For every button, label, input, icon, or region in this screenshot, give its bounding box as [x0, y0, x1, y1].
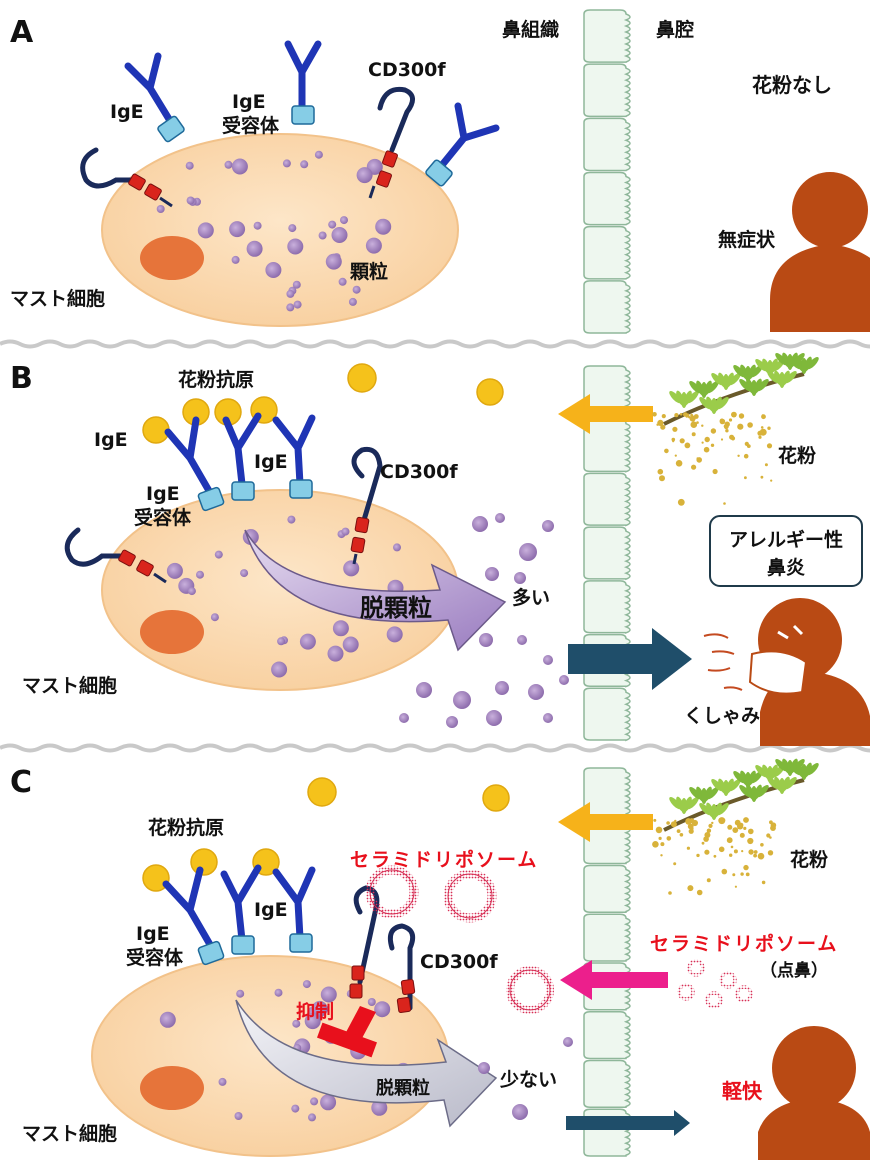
- label-nasal-cavity: 鼻腔: [656, 18, 694, 41]
- label-ceramide-top: セラミドリポソーム: [350, 848, 538, 871]
- label-many: 多い: [512, 586, 550, 609]
- pollen-plant-icon: [652, 352, 819, 506]
- label-pollen-c: 花粉: [790, 848, 828, 871]
- label-pollen-b: 花粉: [778, 444, 816, 467]
- label-pollen-antigen-c: 花粉抗原: [148, 816, 224, 839]
- panel-a: A IgE IgE 受容体: [10, 15, 870, 332]
- released-granules-c: [478, 1037, 573, 1120]
- label-cd300f-a: CD300f: [368, 59, 446, 81]
- label-suppression: 抑制: [296, 1000, 334, 1023]
- label-nasal-drop: （点鼻）: [760, 960, 828, 981]
- degranulation-arrow-b: [244, 529, 507, 652]
- person-calm-icon: [770, 172, 870, 332]
- label-ige-b-2: IgE: [254, 451, 288, 473]
- granules-b: [166, 515, 404, 678]
- allergic-rhinitis-box: [709, 515, 863, 587]
- panel-b: B 脱顆粒: [10, 352, 870, 746]
- label-ceramide-right: セラミドリポソーム: [650, 932, 838, 955]
- label-sneeze: くしゃみ: [684, 705, 760, 727]
- label-receptor-c-2: 受容体: [126, 946, 184, 969]
- label-ige-a: IgE: [110, 101, 144, 123]
- ige-antibody-c: [162, 864, 316, 952]
- label-mast-cell-b: マスト細胞: [22, 674, 117, 697]
- panel-b-letter: B: [10, 361, 33, 396]
- released-granules-b: [399, 513, 569, 728]
- label-degranulation-b: 脱顆粒: [360, 594, 432, 622]
- granules-a: [156, 150, 392, 312]
- label-receptor-a-1: IgE: [232, 91, 266, 113]
- panel-a-letter: A: [10, 15, 34, 50]
- pollen-grain-icon: [142, 777, 510, 892]
- panel-separator-1: [0, 339, 870, 349]
- label-receptor-a-2: 受容体: [222, 114, 280, 137]
- ige-antibody-b: [164, 412, 316, 500]
- label-degranulation-c: 脱顆粒: [376, 1077, 430, 1099]
- panel-c-letter: C: [10, 765, 32, 800]
- label-pollen-antigen-b: 花粉抗原: [178, 368, 254, 391]
- ige-receptor-c: [197, 933, 313, 966]
- pollen-plant-icon: [652, 758, 819, 896]
- label-receptor-b-1: IgE: [146, 483, 180, 505]
- label-mast-cell-c: マスト細胞: [22, 1122, 117, 1145]
- ige-antibody: [124, 40, 500, 174]
- cd300f-receptor-c: [349, 885, 416, 1014]
- label-ige-c: IgE: [254, 899, 288, 921]
- person-sneezing-icon: [703, 598, 870, 746]
- label-receptor-b-2: 受容体: [134, 506, 192, 529]
- ceramide-liposome-icon: [365, 865, 554, 1014]
- nucleus-a: [140, 236, 204, 280]
- suppression-symbol: [317, 1006, 377, 1058]
- pollen-inflow-arrow: [558, 802, 653, 842]
- label-asymptomatic: 無症状: [718, 228, 776, 251]
- panel-separator-2: [0, 743, 870, 753]
- pollen-inflow-arrow: [558, 394, 653, 434]
- panel-c: C 脱顆粒 抑制: [10, 758, 870, 1160]
- ige-receptor-b: [197, 479, 313, 512]
- signal-arrow-b: [568, 628, 692, 690]
- pollen-grain-icon: [142, 363, 504, 444]
- label-receptor-c-1: IgE: [136, 923, 170, 945]
- label-granule: 顆粒: [350, 260, 388, 283]
- label-nasal-tissue: 鼻組織: [502, 18, 559, 41]
- person-relieved-icon: [758, 1026, 870, 1160]
- box-line-1: アレルギー性: [729, 528, 843, 551]
- nasal-drop-liposomes: [677, 959, 753, 1009]
- ige-receptor: [157, 105, 453, 187]
- label-no-pollen: 花粉なし: [752, 73, 832, 97]
- label-mast-cell-a: マスト細胞: [10, 287, 105, 310]
- label-few: 少ない: [499, 1069, 557, 1091]
- cd300f-receptor-b: [64, 446, 383, 584]
- nucleus-c: [140, 1066, 204, 1110]
- label-relief: 軽快: [722, 1079, 763, 1103]
- signal-arrow-c: [566, 1110, 690, 1136]
- liposome-inflow-arrow: [560, 960, 668, 1000]
- label-ige-b-1: IgE: [94, 429, 128, 451]
- nucleus-b: [140, 610, 204, 654]
- cd300f-receptor: [80, 86, 415, 208]
- label-cd300f-c: CD300f: [420, 951, 498, 973]
- mast-cell-a: [101, 133, 459, 327]
- degranulation-arrow-c: [235, 999, 498, 1128]
- box-line-2: 鼻炎: [767, 556, 805, 579]
- label-cd300f-b: CD300f: [380, 461, 458, 483]
